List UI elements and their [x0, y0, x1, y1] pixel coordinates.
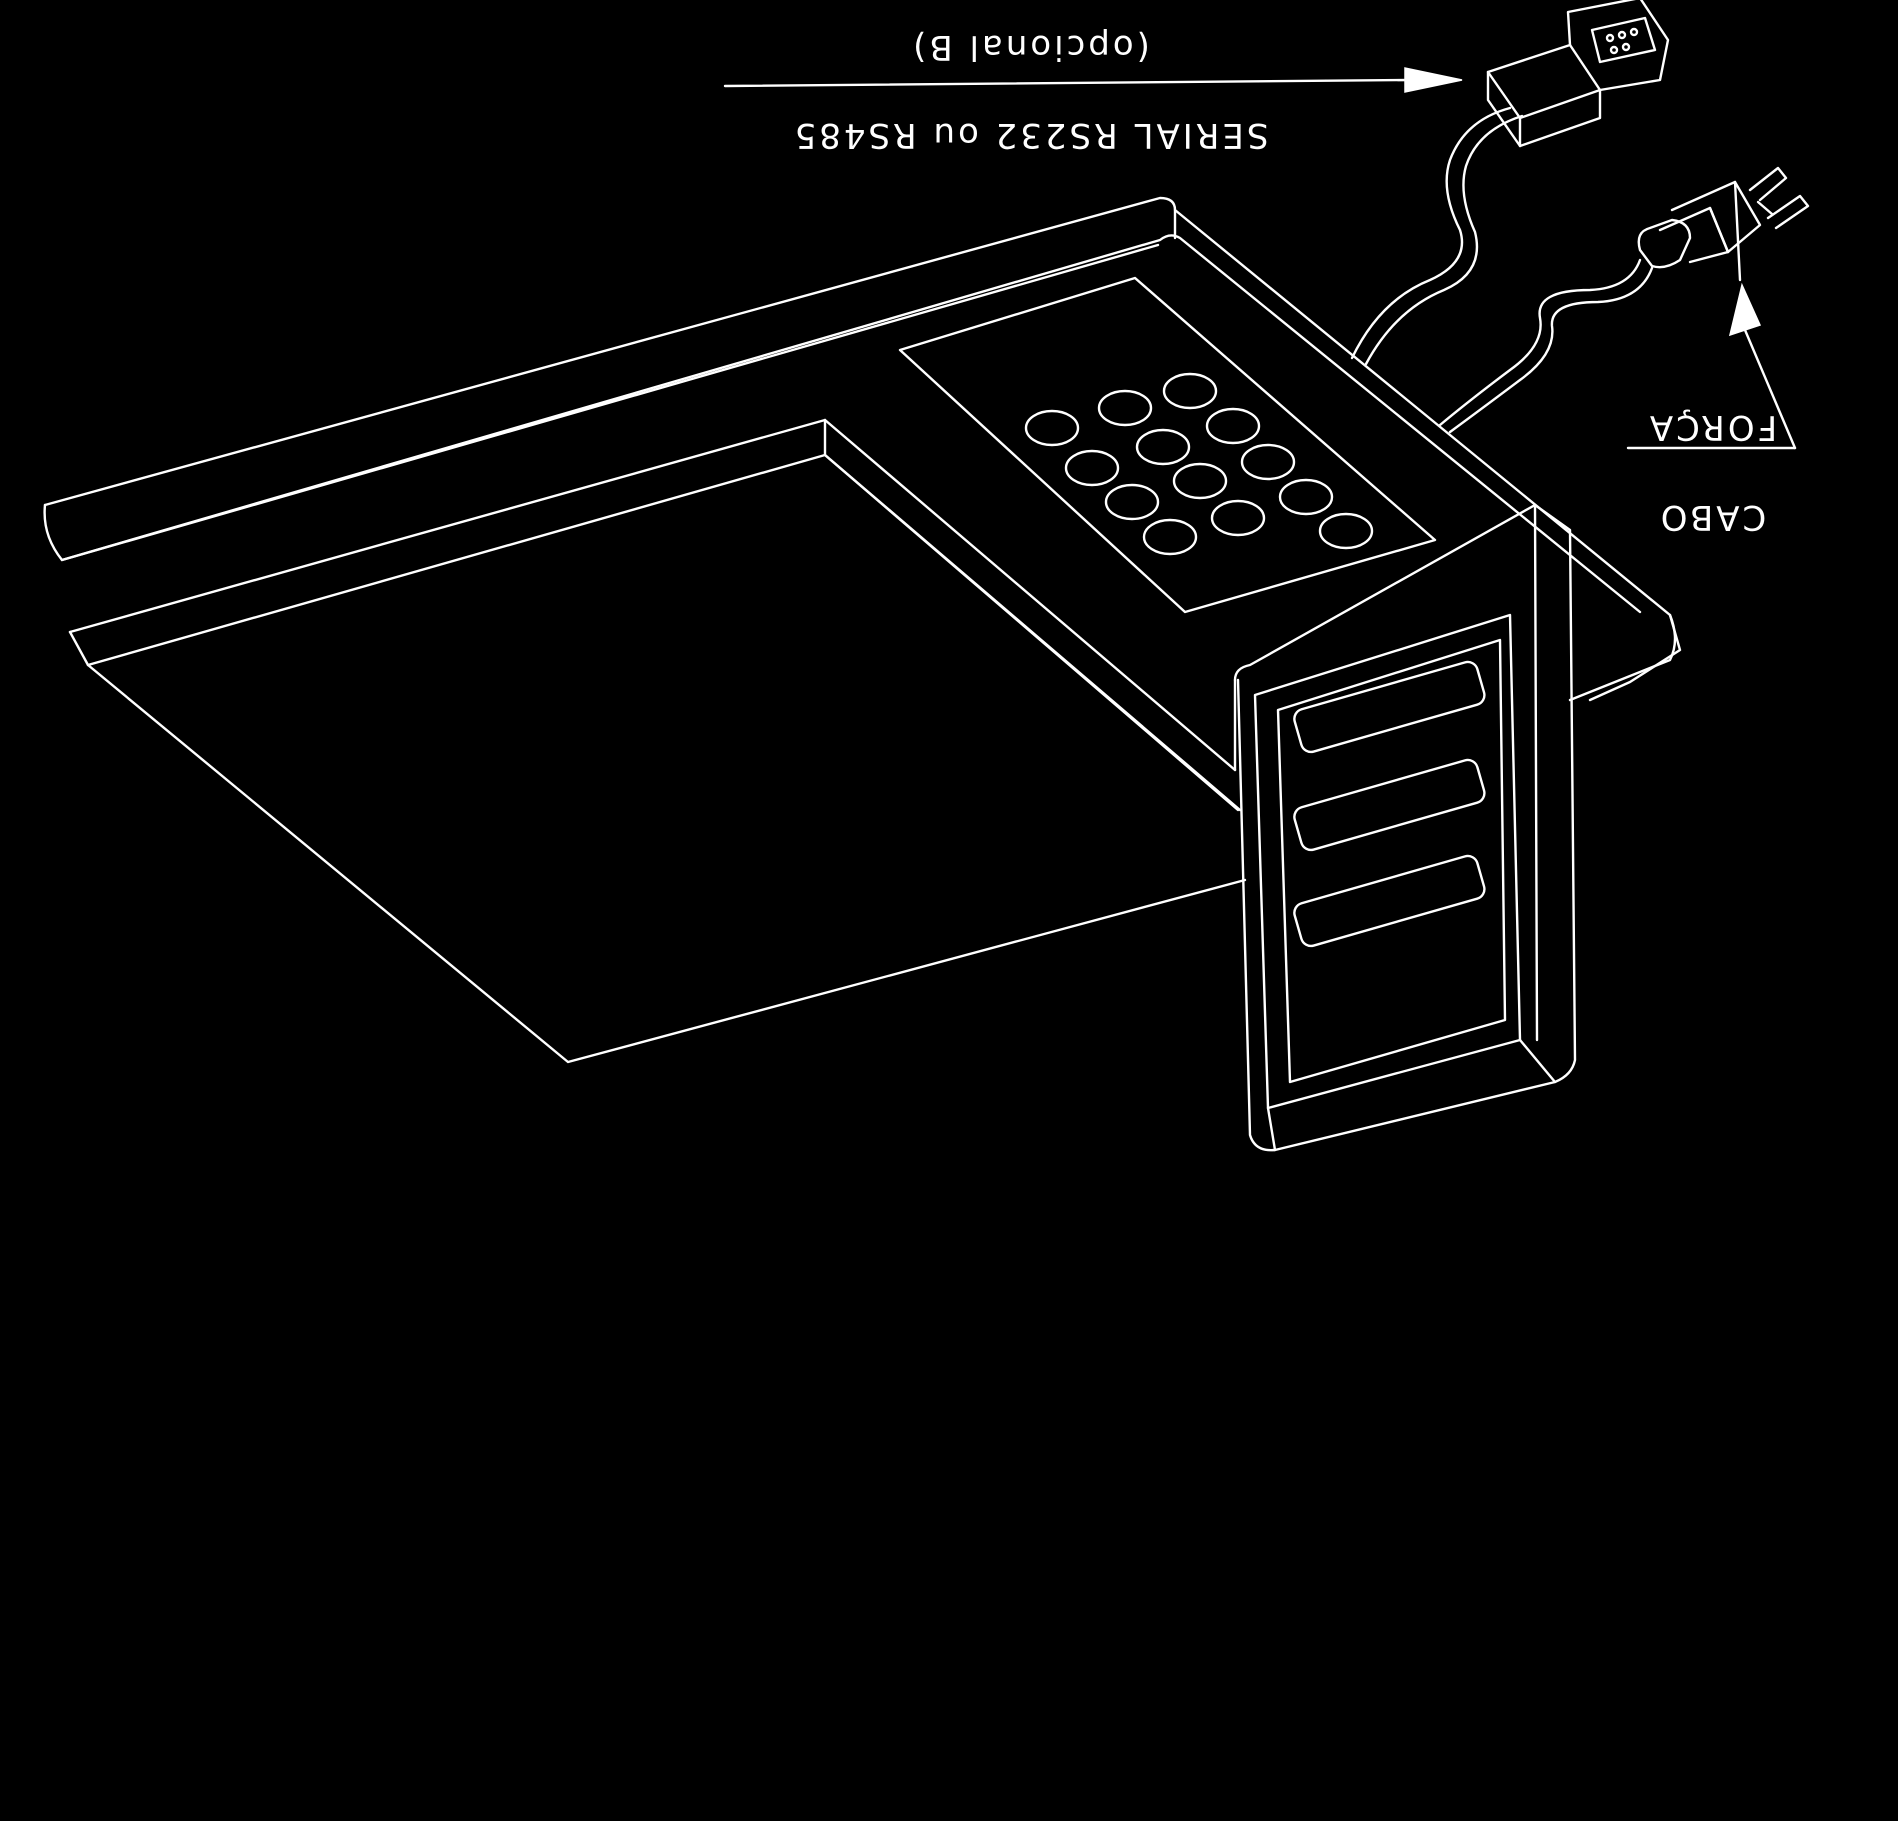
- power-arrow-head: [1728, 282, 1762, 337]
- power-cable: [1438, 166, 1810, 434]
- serial-annotation: (opcional B) SERIAL RS232 ou RS485: [723, 27, 1463, 155]
- weighing-platform: [68, 418, 1247, 1064]
- key-8: [1172, 462, 1228, 500]
- display-windows: [1293, 660, 1486, 948]
- db9-connector-icon: [1486, 0, 1670, 148]
- key-4: [1205, 407, 1261, 445]
- serial-label-type: SERIAL RS232 ou RS485: [792, 115, 1269, 155]
- display-tower: [1233, 503, 1577, 1152]
- key-10: [1278, 478, 1334, 516]
- power-label-forca: FORÇA: [1647, 407, 1777, 447]
- key-13: [1318, 512, 1374, 550]
- key-7: [1240, 443, 1296, 481]
- serial-arrow-head: [1404, 67, 1463, 93]
- keypad-keys: [1024, 372, 1374, 556]
- power-annotation: FORÇA CABO: [1626, 282, 1797, 537]
- key-5: [1135, 428, 1191, 466]
- serial-label-optional: (opcional B): [910, 27, 1150, 67]
- key-9: [1104, 483, 1160, 521]
- key-1: [1162, 372, 1218, 410]
- display-window-1: [1293, 660, 1486, 754]
- power-plug-icon: [1637, 166, 1810, 282]
- key-3: [1024, 409, 1080, 447]
- display-window-3: [1293, 854, 1486, 948]
- display-window-2: [1293, 758, 1486, 852]
- power-arrow-line: [1743, 328, 1797, 450]
- key-12: [1142, 518, 1198, 556]
- key-11: [1210, 499, 1266, 537]
- key-2: [1097, 389, 1153, 427]
- power-label-cabo: CABO: [1658, 497, 1767, 537]
- scale-base: [43, 196, 1682, 702]
- key-6: [1064, 449, 1120, 487]
- serial-arrow-line: [723, 78, 1412, 88]
- serial-cable: [1350, 0, 1670, 366]
- keypad-panel: [898, 276, 1437, 614]
